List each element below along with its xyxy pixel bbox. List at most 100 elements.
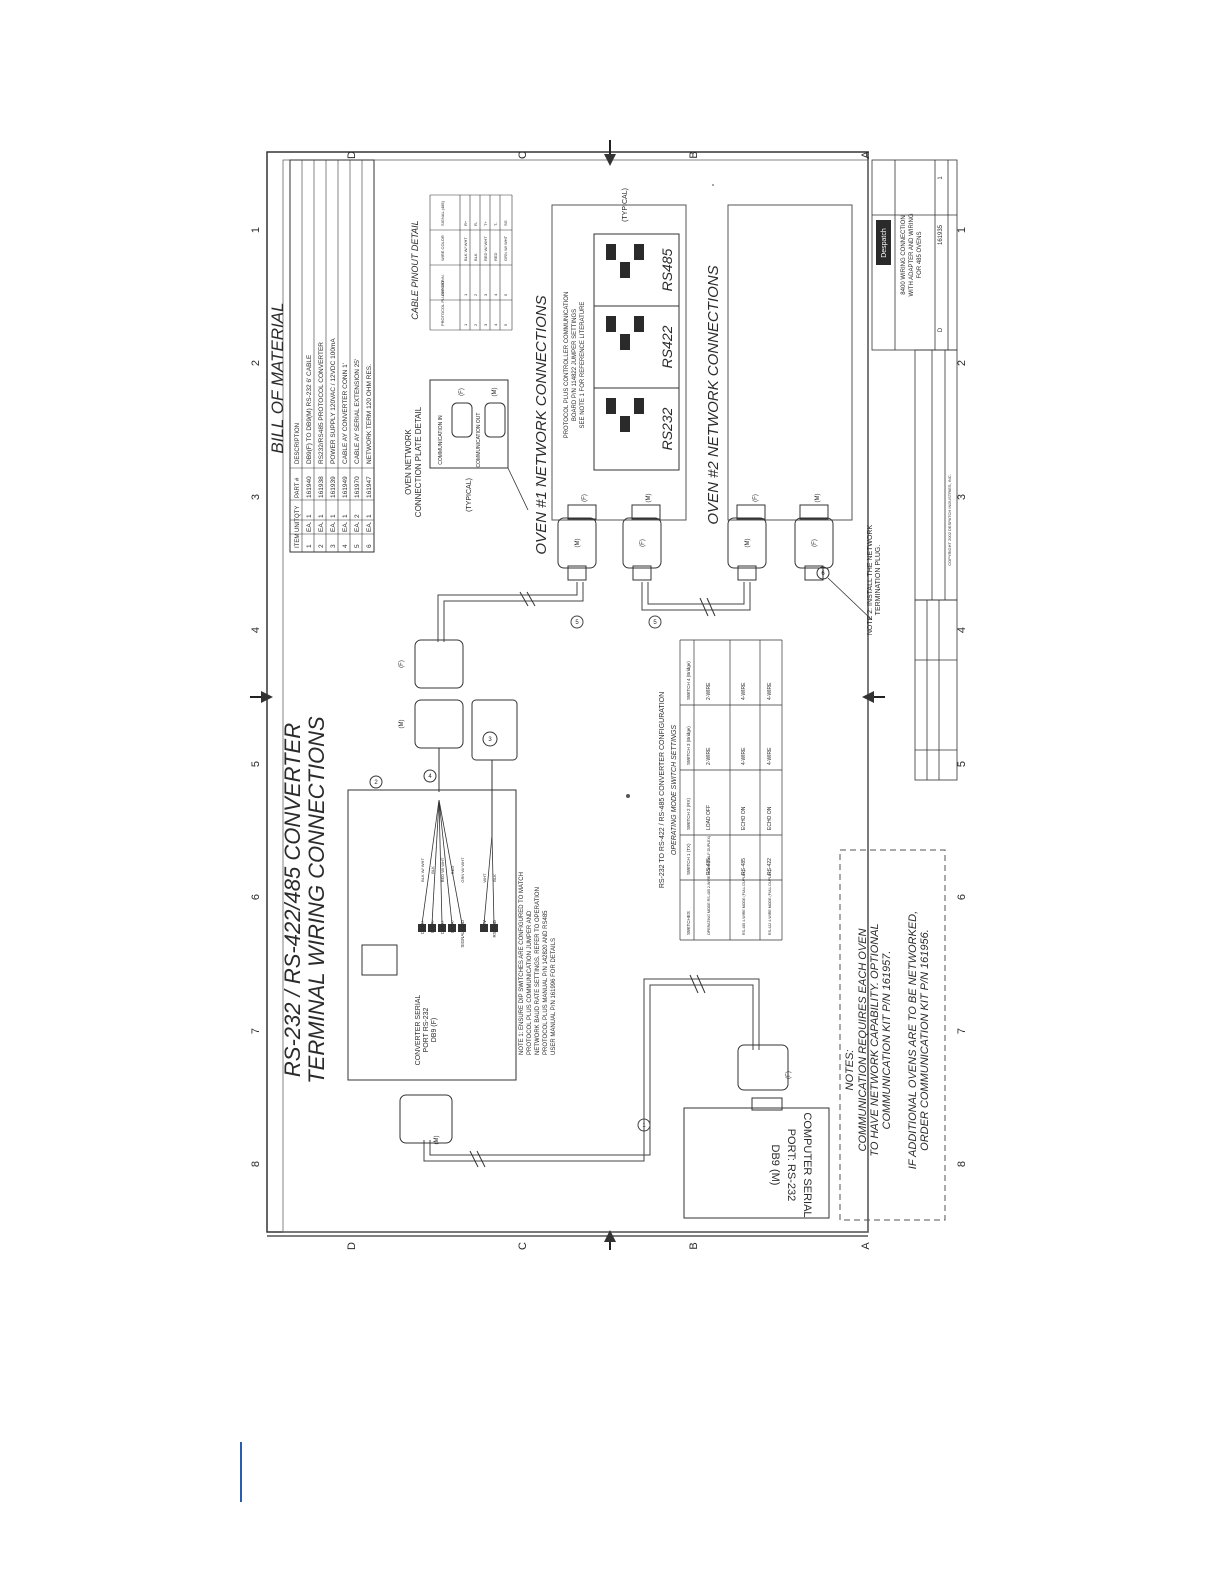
computer-cable-connector bbox=[737, 1044, 789, 1091]
wire-label: RED W/ WHT bbox=[440, 857, 445, 882]
note2-line: NOTE 2: INSTALL THE NETWORK bbox=[867, 525, 874, 636]
switch-cell: RS-422 4-WIRE MODE (FULL DUPLEX) bbox=[768, 870, 772, 935]
oven2-gender-m: (M) bbox=[815, 494, 821, 503]
bom-header-cell: UNIT bbox=[295, 518, 301, 532]
power-terminal-label: +12V bbox=[482, 920, 487, 931]
network-connectors: (M) (F) (M) (F) 6 bbox=[557, 517, 834, 581]
bom-cell: 1 bbox=[306, 544, 313, 548]
cable-break bbox=[519, 591, 529, 607]
computer-label: PORT: RS-232 bbox=[785, 1129, 797, 1202]
jumper-mode-label: RS422 bbox=[659, 325, 675, 368]
jumper-block bbox=[606, 316, 616, 332]
cable-tag-circle bbox=[648, 615, 662, 629]
bom-cell: 1 bbox=[330, 514, 337, 518]
pinout-cell: 3 bbox=[483, 323, 488, 326]
bom-cell: EA. bbox=[354, 521, 361, 532]
cable-break bbox=[706, 597, 716, 617]
terminal-wire bbox=[438, 799, 443, 925]
terminal-screw bbox=[438, 924, 446, 932]
switch-cell: 4-WIRE bbox=[741, 682, 747, 700]
converter: 2 CONVERTER SERIAL PORT RS-232 DB9 (F) D… bbox=[347, 775, 517, 1081]
notes-heading: NOTES: bbox=[844, 1050, 856, 1091]
pinout-header-cell: WIRE COLOR bbox=[440, 235, 445, 261]
bom-title: BILL OF MATERIAL bbox=[268, 302, 287, 453]
plate-comm-out-label: COMMUNICATION OUT bbox=[476, 413, 482, 468]
switch-cell: 2-WIRE bbox=[706, 682, 712, 700]
switch-cell: 4-WIRE bbox=[767, 747, 773, 765]
bom-cell: CABLE AY SERIAL EXTENSION 25' bbox=[354, 359, 361, 464]
terminal-label: SIGNAL GND bbox=[460, 919, 465, 947]
bom-cell: NETWORK TERM 120 OHM RES. bbox=[366, 364, 373, 464]
notes-line: COMMUNICATION KIT P/N 161957. bbox=[881, 951, 893, 1130]
connector-gender: (F) bbox=[812, 539, 818, 547]
converter-label: CONVERTER SERIAL bbox=[415, 995, 422, 1066]
page-margin-rule bbox=[240, 1442, 242, 1502]
title-block: Despatch 8400 WIRING CONNECTION WITH ADA… bbox=[871, 159, 958, 781]
notes-line: TO HAVE NETWORK CAPABILITY. OPTIONAL bbox=[869, 923, 881, 1156]
jumper-block bbox=[620, 334, 630, 350]
switch-cell: 4-WIRE bbox=[741, 747, 747, 765]
pinout-cell: 4 bbox=[493, 323, 498, 326]
row-label: A bbox=[860, 151, 872, 159]
col-label: 3 bbox=[250, 494, 262, 500]
note2-line: TERMINATION PLUG. bbox=[875, 545, 882, 616]
wire-label: BLK W/ WHT bbox=[420, 858, 425, 882]
item-tag: 5 bbox=[653, 620, 657, 626]
bom-cell: 1 bbox=[318, 514, 325, 518]
bom-cell: 1 bbox=[342, 514, 349, 518]
drawing-title-line1: RS-232 / RS-422/485 CONVERTER bbox=[280, 723, 305, 1077]
converter-tag: 2 bbox=[374, 780, 378, 786]
bom-cell: 161938 bbox=[318, 476, 325, 498]
title-block-title: 8400 WIRING CONNECTION bbox=[901, 215, 907, 294]
note1-line: NOTE 1: ENSURE DIP SWITCHES ARE CONFIGUR… bbox=[519, 872, 525, 1055]
bom-cell: 161939 bbox=[330, 476, 337, 498]
plate-comm-in-label: COMMUNICATION IN bbox=[438, 415, 444, 465]
item-tag: 1 bbox=[642, 1123, 646, 1129]
adapter-connector-m bbox=[414, 699, 464, 749]
col-label: 7 bbox=[250, 1028, 262, 1034]
note1-line: NETWORK BAUD RATE SETTINGS. REFER TO OPE… bbox=[535, 887, 541, 1055]
oven-2: OVEN #2 NETWORK CONNECTIONS (F) (M) bbox=[705, 204, 853, 525]
oven1-panel bbox=[551, 204, 687, 521]
connector-oven1-in: (M) bbox=[557, 517, 597, 581]
plate-leader bbox=[507, 467, 529, 511]
col-label: 1 bbox=[250, 227, 262, 233]
company-logo bbox=[876, 220, 891, 265]
note1-line: USER MANUAL P/N 161996 FOR DETAILS bbox=[551, 938, 557, 1055]
bom-cell: 3 bbox=[330, 544, 337, 548]
plate-out-gender: (M) bbox=[492, 388, 498, 397]
plate-typical: (TYPICAL) bbox=[466, 478, 473, 512]
power-terminal-screw bbox=[480, 924, 488, 932]
notes-line: IF ADDITIONAL OVENS ARE TO BE NETWORKED, bbox=[907, 911, 919, 1169]
jumper-mode-label: RS232 bbox=[659, 407, 675, 450]
terminal-wire bbox=[431, 799, 440, 925]
bom-cell: 5 bbox=[354, 544, 361, 548]
power-wire bbox=[483, 834, 493, 925]
bom-cell: 161970 bbox=[354, 476, 361, 498]
row-label: D bbox=[346, 151, 358, 159]
oven1-typical: (TYPICAL) bbox=[622, 188, 629, 222]
oven1-note: SEE NOTE 1 FOR REFERENCE LITERATURE bbox=[580, 302, 586, 429]
row-label: C bbox=[517, 151, 529, 159]
col-label: 1 bbox=[956, 227, 968, 233]
scan-mark bbox=[535, 483, 539, 487]
plate-detail-frame bbox=[429, 379, 509, 469]
switch-cell: ECHO ON bbox=[741, 806, 747, 830]
converter-label: DB9 (F) bbox=[431, 1018, 438, 1043]
bom-cell: 161949 bbox=[342, 476, 349, 498]
cables: 5 5 1 bbox=[423, 582, 760, 1168]
bom-header-cell: ITEM bbox=[295, 534, 301, 548]
terminal-label: DATA+ bbox=[420, 920, 425, 934]
row-label: B bbox=[688, 1242, 700, 1249]
bom-cell: EA. bbox=[318, 521, 325, 532]
plate-db9-out bbox=[484, 402, 506, 438]
col-label: 8 bbox=[250, 1161, 262, 1167]
connector-gender: (M) bbox=[434, 1136, 440, 1145]
cable-1-inner bbox=[423, 978, 760, 1162]
bom-cell: EA. bbox=[366, 521, 373, 532]
oven2-title: OVEN #2 NETWORK CONNECTIONS bbox=[705, 265, 722, 524]
